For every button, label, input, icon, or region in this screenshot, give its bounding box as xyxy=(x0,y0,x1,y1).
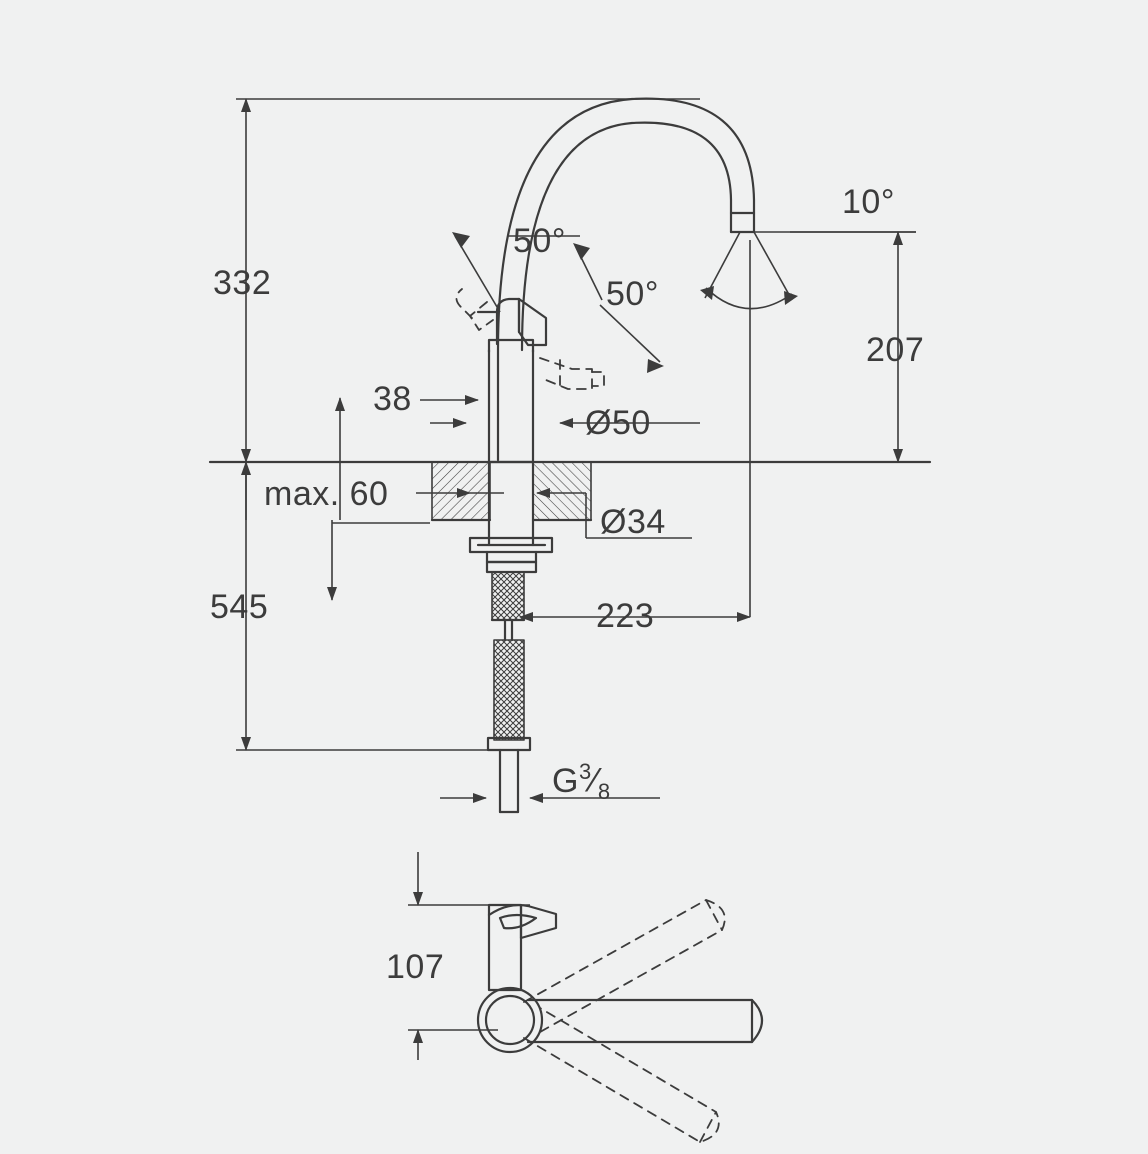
dim-label-thread: G3⁄8 xyxy=(552,756,611,810)
dim-label-332: 332 xyxy=(213,264,272,302)
angle-label-right: 50° xyxy=(606,275,659,313)
thread-numerator: 3 xyxy=(578,759,592,784)
angle-label-spout: 10° xyxy=(842,183,895,221)
thread-denominator: 8 xyxy=(597,779,611,805)
faucet-outline xyxy=(208,97,932,1143)
dimension-lines xyxy=(236,98,916,1060)
dim-label-223: 223 xyxy=(596,597,655,635)
dim-label-545: 545 xyxy=(210,588,269,626)
thread-fraction: 3⁄8 xyxy=(578,759,611,805)
dim-label-107: 107 xyxy=(386,948,445,986)
dim-label-dia50: Ø50 xyxy=(585,404,651,442)
dim-label-dia34: Ø34 xyxy=(600,503,666,541)
angle-label-left: 50° xyxy=(513,222,566,260)
dim-label-38: 38 xyxy=(373,380,412,418)
dim-label-max60: max. 60 xyxy=(264,475,389,513)
dim-label-207: 207 xyxy=(866,331,925,369)
thread-prefix: G xyxy=(552,762,579,801)
